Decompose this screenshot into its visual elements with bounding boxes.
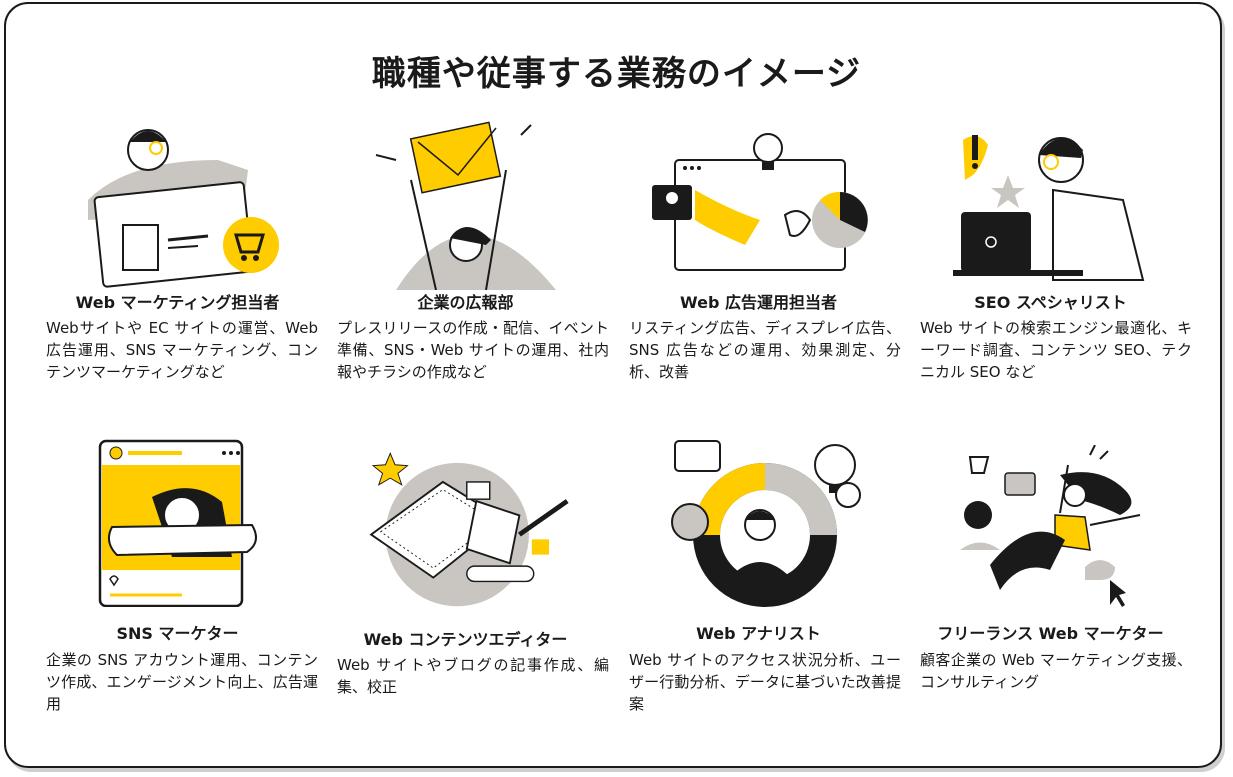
job-name: SNS マーケター xyxy=(116,624,239,643)
job-name: Web マーケティング担当者 xyxy=(75,293,280,312)
job-name: Web アナリスト xyxy=(696,624,821,643)
job-description: プレスリリースの作成・配信、イベント準備、SNS・Web サイトの運用、社内報や… xyxy=(337,319,609,381)
page-title: 職種や従事する業務のイメージ xyxy=(371,54,862,94)
content-editor-illustration xyxy=(352,440,572,610)
pr-department-illustration xyxy=(356,120,576,290)
seo-specialist-illustration xyxy=(943,120,1163,290)
job-name: SEO スペシャリスト xyxy=(974,293,1127,312)
web-analyst-illustration xyxy=(660,437,880,607)
sns-marketer-illustration xyxy=(62,437,282,607)
job-description: Web サイトの検索エンジン最適化、キーワード調査、コンテンツ SEO、テクニカ… xyxy=(920,319,1192,381)
job-description: 顧客企業の Web マーケティング支援、コンサルティング xyxy=(920,651,1192,691)
content-card xyxy=(4,2,1222,768)
job-name: Web コンテンツエディター xyxy=(363,630,568,649)
web-ads-illustration xyxy=(650,120,870,290)
job-name: 企業の広報部 xyxy=(417,293,514,312)
job-description: 企業の SNS アカウント運用、コンテンツ作成、エンゲージメント向上、広告運用 xyxy=(46,651,318,713)
job-name: Web 広告運用担当者 xyxy=(680,293,837,312)
freelance-marketer-illustration xyxy=(950,445,1170,615)
job-description: Web サイトやブログの記事作成、編集、校正 xyxy=(337,656,609,696)
job-description: Web サイトのアクセス状況分析、ユーザー行動分析、データに基づいた改善提案 xyxy=(629,651,901,713)
web-marketer-illustration xyxy=(68,120,288,290)
job-description: Webサイトや EC サイトの運営、Web広告運用、SNS マーケティング、コン… xyxy=(46,319,318,381)
job-name: フリーランス Web マーケター xyxy=(937,624,1164,643)
job-description: リスティング広告、ディスプレイ広告、SNS 広告などの運用、効果測定、分析、改善 xyxy=(629,319,901,381)
